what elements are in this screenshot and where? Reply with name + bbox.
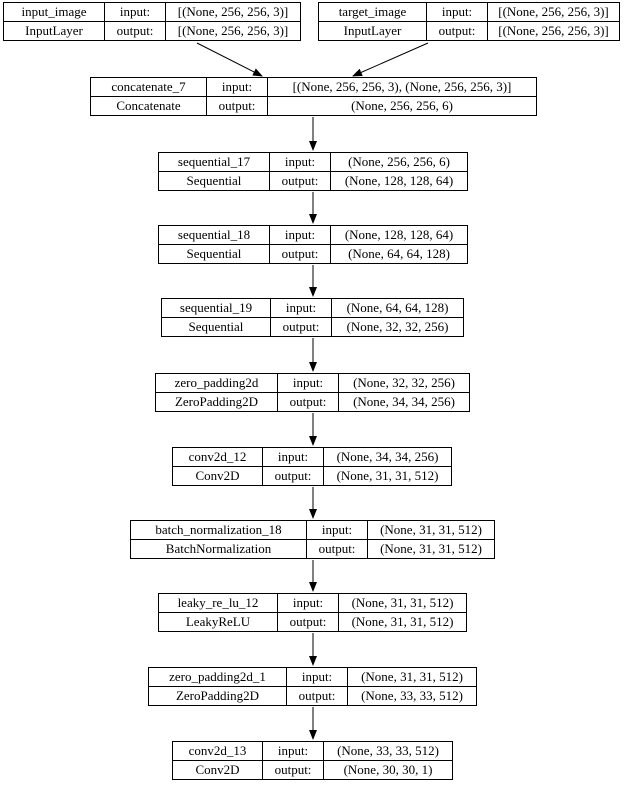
output-shape: (None, 256, 256, 6)	[267, 96, 537, 116]
output-shape: [(None, 256, 256, 3)]	[165, 21, 301, 41]
output-shape: (None, 32, 32, 256)	[331, 317, 464, 337]
node-conv2d-12: conv2d_12 input: (None, 34, 34, 256) Con…	[172, 447, 452, 486]
input-shape: (None, 33, 33, 512)	[323, 741, 453, 761]
input-shape: (None, 64, 64, 128)	[331, 298, 464, 318]
output-label: output:	[426, 21, 488, 41]
output-shape: (None, 31, 31, 512)	[323, 466, 452, 486]
input-label: input:	[306, 520, 368, 540]
output-shape: (None, 33, 33, 512)	[347, 686, 477, 706]
layer-name: batch_normalization_18	[130, 520, 307, 540]
node-input-image: input_image input: [(None, 256, 256, 3)]…	[3, 2, 301, 41]
input-label: input:	[262, 447, 324, 467]
node-leaky-re-lu-12: leaky_re_lu_12 input: (None, 31, 31, 512…	[158, 593, 467, 632]
layer-type: ZeroPadding2D	[155, 392, 278, 412]
layer-name: conv2d_12	[172, 447, 263, 467]
output-label: output:	[277, 612, 339, 632]
input-shape: [(None, 256, 256, 3)]	[165, 2, 301, 22]
node-zero-padding2d: zero_padding2d input: (None, 32, 32, 256…	[155, 373, 470, 412]
node-sequential-17: sequential_17 input: (None, 256, 256, 6)…	[158, 152, 468, 191]
layer-type: Sequential	[158, 244, 270, 264]
output-shape: (None, 31, 31, 512)	[338, 612, 467, 632]
layer-name: concatenate_7	[90, 77, 207, 97]
input-label: input:	[426, 2, 488, 22]
output-label: output:	[277, 392, 339, 412]
input-label: input:	[269, 152, 331, 172]
output-label: output:	[269, 244, 331, 264]
output-shape: (None, 64, 64, 128)	[330, 244, 468, 264]
input-shape: (None, 32, 32, 256)	[338, 373, 470, 393]
node-target-image: target_image input: [(None, 256, 256, 3)…	[318, 2, 620, 41]
layer-name: target_image	[318, 2, 427, 22]
node-zero-padding2d-1: zero_padding2d_1 input: (None, 31, 31, 5…	[148, 667, 477, 706]
input-shape: (None, 31, 31, 512)	[367, 520, 495, 540]
input-shape: (None, 128, 128, 64)	[330, 225, 468, 245]
output-label: output:	[104, 21, 166, 41]
layer-name: sequential_18	[158, 225, 270, 245]
input-label: input:	[104, 2, 166, 22]
input-shape: [(None, 256, 256, 3), (None, 256, 256, 3…	[267, 77, 537, 97]
input-label: input:	[277, 593, 339, 613]
input-label: input:	[262, 741, 324, 761]
input-label: input:	[206, 77, 268, 97]
edge-target-image-to-concatenate	[352, 42, 429, 77]
layer-type: Conv2D	[172, 760, 263, 780]
layer-type: Conv2D	[172, 466, 263, 486]
input-shape: [(None, 256, 256, 3)]	[487, 2, 620, 22]
node-conv2d-13: conv2d_13 input: (None, 33, 33, 512) Con…	[172, 741, 453, 780]
input-label: input:	[270, 298, 332, 318]
output-label: output:	[262, 466, 324, 486]
node-concatenate-7: concatenate_7 input: [(None, 256, 256, 3…	[90, 77, 537, 116]
output-shape: (None, 31, 31, 512)	[367, 539, 495, 559]
layer-name: zero_padding2d_1	[148, 667, 287, 687]
layer-type: LeakyReLU	[158, 612, 278, 632]
node-sequential-19: sequential_19 input: (None, 64, 64, 128)…	[161, 298, 464, 337]
output-label: output:	[306, 539, 368, 559]
layer-name: leaky_re_lu_12	[158, 593, 278, 613]
input-shape: (None, 31, 31, 512)	[347, 667, 477, 687]
layer-type: ZeroPadding2D	[148, 686, 287, 706]
layer-name: sequential_19	[161, 298, 271, 318]
output-shape: (None, 30, 30, 1)	[323, 760, 453, 780]
output-shape: [(None, 256, 256, 3)]	[487, 21, 620, 41]
input-shape: (None, 31, 31, 512)	[338, 593, 467, 613]
layer-type: BatchNormalization	[130, 539, 307, 559]
output-shape: (None, 34, 34, 256)	[338, 392, 470, 412]
output-shape: (None, 128, 128, 64)	[330, 171, 468, 191]
layer-type: Sequential	[158, 171, 270, 191]
input-shape: (None, 256, 256, 6)	[330, 152, 468, 172]
layer-type: Sequential	[161, 317, 271, 337]
input-label: input:	[269, 225, 331, 245]
node-batch-normalization-18: batch_normalization_18 input: (None, 31,…	[130, 520, 495, 559]
layer-name: sequential_17	[158, 152, 270, 172]
edge-input-image-to-concatenate	[196, 42, 263, 77]
layer-name: zero_padding2d	[155, 373, 278, 393]
input-label: input:	[277, 373, 339, 393]
output-label: output:	[262, 760, 324, 780]
node-sequential-18: sequential_18 input: (None, 128, 128, 64…	[158, 225, 468, 264]
layer-name: input_image	[3, 2, 105, 22]
layer-type: InputLayer	[318, 21, 427, 41]
layer-name: conv2d_13	[172, 741, 263, 761]
output-label: output:	[286, 686, 348, 706]
output-label: output:	[269, 171, 331, 191]
output-label: output:	[270, 317, 332, 337]
input-shape: (None, 34, 34, 256)	[323, 447, 452, 467]
input-label: input:	[286, 667, 348, 687]
layer-type: InputLayer	[3, 21, 105, 41]
layer-type: Concatenate	[90, 96, 207, 116]
output-label: output:	[206, 96, 268, 116]
